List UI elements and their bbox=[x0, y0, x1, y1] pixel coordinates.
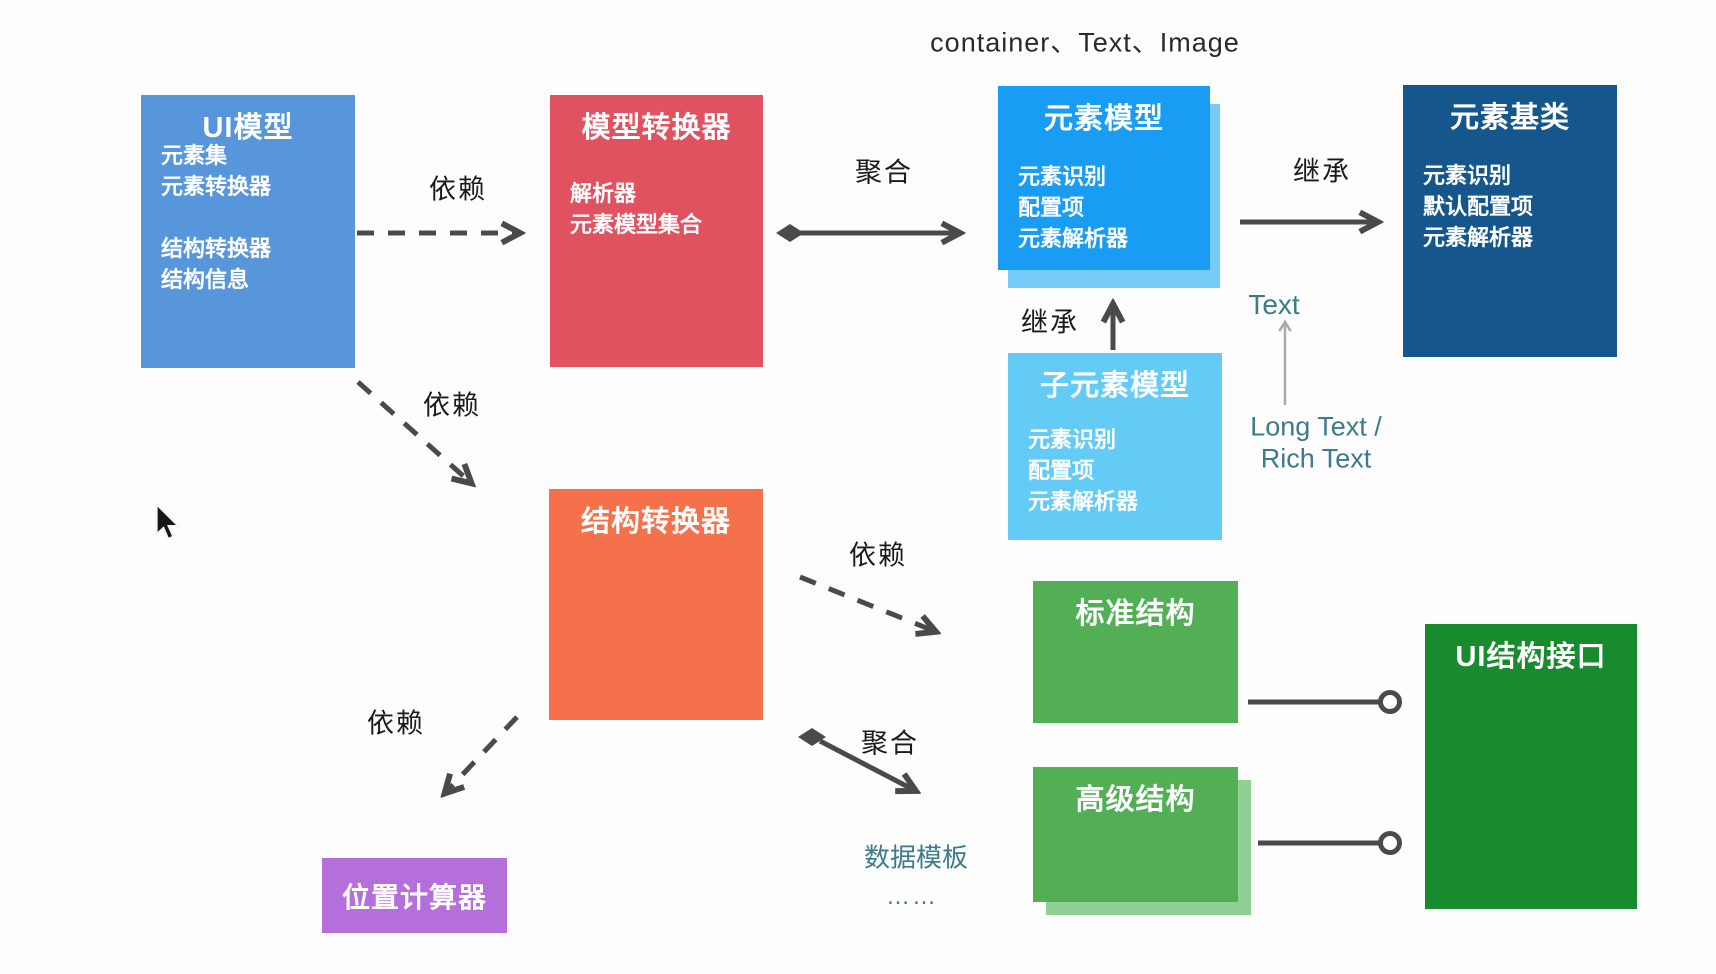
box-ui-model-line: 元素集 bbox=[161, 143, 228, 168]
box-structure-converter: 结构转换器 bbox=[549, 489, 763, 720]
box-element-base: 元素基类 元素识别 默认配置项 元素解析器 bbox=[1403, 85, 1617, 357]
box-model-converter-line: 解析器 bbox=[570, 181, 637, 206]
box-child-element-model-body: 元素识别 配置项 元素解析器 bbox=[1008, 424, 1222, 517]
box-position-calculator: 位置计算器 bbox=[322, 858, 507, 933]
box-child-element-model-line: 配置项 bbox=[1028, 458, 1095, 483]
box-element-base-title: 元素基类 bbox=[1449, 102, 1570, 134]
box-ui-model-line: 元素转换器 bbox=[161, 174, 272, 199]
box-ui-model-title: UI模型 bbox=[202, 112, 294, 144]
box-ui-model-line: 结构转换器 bbox=[161, 236, 272, 261]
box-ui-model-line: 结构信息 bbox=[161, 267, 250, 292]
interface-circle-1 bbox=[1378, 690, 1402, 714]
diamond-aggregation-2 bbox=[798, 728, 826, 746]
edge-label-aggregation: 聚合 bbox=[861, 728, 919, 759]
box-advanced-structure-title: 高级结构 bbox=[1075, 784, 1196, 816]
edge-dep-structure-to-position bbox=[446, 715, 519, 792]
box-ui-structure-interface-title: UI结构接口 bbox=[1455, 641, 1607, 673]
interface-circle-2 bbox=[1378, 831, 1402, 855]
box-position-calculator-title: 位置计算器 bbox=[341, 882, 487, 913]
box-model-converter-line: 元素模型集合 bbox=[570, 212, 703, 237]
box-ui-model: UI模型 元素集 元素转换器 结构转换器 结构信息 bbox=[141, 95, 355, 368]
box-element-base-body: 元素识别 默认配置项 元素解析器 bbox=[1403, 160, 1617, 253]
box-element-base-line: 默认配置项 bbox=[1423, 194, 1534, 219]
mouse-cursor bbox=[155, 503, 181, 541]
box-structure-converter-title: 结构转换器 bbox=[580, 506, 731, 538]
edge-label-dependency: 依赖 bbox=[429, 174, 487, 205]
box-element-model-line: 元素解析器 bbox=[1018, 226, 1129, 251]
annotation-text: Text bbox=[1248, 289, 1300, 320]
box-element-base-line: 元素识别 bbox=[1423, 163, 1512, 188]
box-standard-structure: 标准结构 bbox=[1033, 581, 1238, 723]
box-child-element-model-title: 子元素模型 bbox=[1039, 370, 1190, 402]
edge-dep-structure-to-standard bbox=[799, 574, 934, 631]
annotation-ellipsis: …… bbox=[886, 883, 938, 910]
box-child-element-model: 子元素模型 元素识别 配置项 元素解析器 bbox=[1008, 353, 1222, 540]
box-ui-model-body: 元素集 元素转换器 结构转换器 结构信息 bbox=[141, 140, 355, 295]
annotation-data-template: 数据模板 bbox=[863, 842, 969, 873]
box-standard-structure-title: 标准结构 bbox=[1075, 598, 1196, 630]
box-model-converter: 模型转换器 解析器 元素模型集合 bbox=[550, 95, 763, 367]
box-child-element-model-line: 元素解析器 bbox=[1028, 489, 1139, 514]
edge-label-dependency: 依赖 bbox=[423, 390, 481, 421]
box-model-converter-body: 解析器 元素模型集合 bbox=[550, 178, 763, 240]
box-child-element-model-line: 元素识别 bbox=[1028, 427, 1117, 452]
box-element-model-line: 元素识别 bbox=[1018, 164, 1107, 189]
edge-label-inheritance: 继承 bbox=[1293, 156, 1351, 187]
edge-label-aggregation: 聚合 bbox=[855, 157, 913, 188]
box-element-model-body: 元素识别 配置项 元素解析器 bbox=[998, 161, 1210, 254]
box-advanced-structure: 高级结构 bbox=[1033, 767, 1238, 902]
edge-label-dependency: 依赖 bbox=[367, 708, 425, 739]
box-model-converter-title: 模型转换器 bbox=[581, 112, 732, 144]
header-label: container、Text、Image bbox=[930, 27, 1240, 58]
annotation-rich-text: Rich Text bbox=[1260, 443, 1372, 474]
box-element-base-line: 元素解析器 bbox=[1423, 225, 1534, 250]
box-element-model-line: 配置项 bbox=[1018, 195, 1085, 220]
diamond-aggregation-1 bbox=[776, 224, 804, 242]
edge-label-dependency: 依赖 bbox=[849, 540, 907, 571]
box-element-model-title: 元素模型 bbox=[1043, 103, 1164, 135]
edge-label-inheritance: 继承 bbox=[1021, 307, 1079, 338]
box-ui-structure-interface: UI结构接口 bbox=[1425, 624, 1637, 909]
box-element-model: 元素模型 元素识别 配置项 元素解析器 bbox=[998, 86, 1210, 270]
annotation-long-text: Long Text / bbox=[1250, 411, 1382, 442]
